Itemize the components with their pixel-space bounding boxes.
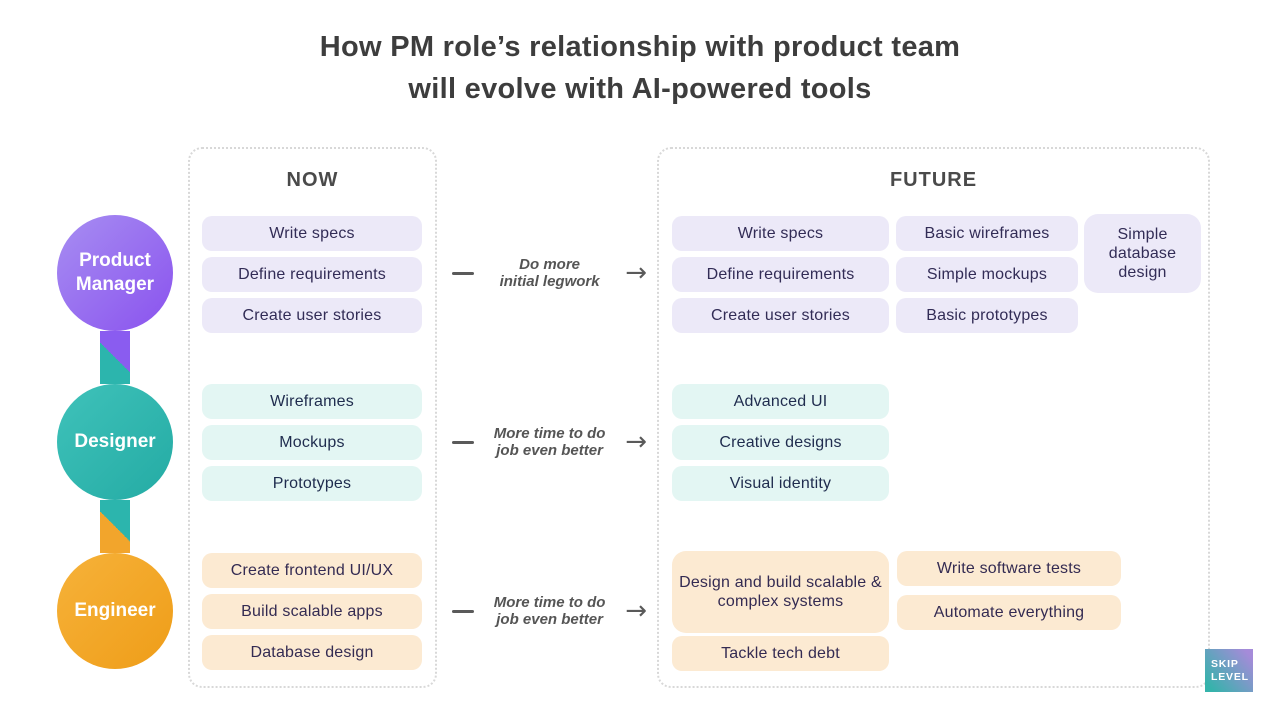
now-pill-pm-write-specs: Write specs xyxy=(202,216,422,251)
future-pill-pm-basic-prototypes: Basic prototypes xyxy=(896,298,1078,333)
role-circle-product-manager: Product Manager xyxy=(57,215,173,331)
dash-icon xyxy=(452,271,474,275)
logo-line2: LEVEL xyxy=(1211,670,1249,683)
now-pill-designer-mockups: Mockups xyxy=(202,425,422,460)
future-pill-pm-create-user-stories: Create user stories xyxy=(672,298,889,333)
now-pill-engineer-frontend: Create frontend UI/UX xyxy=(202,553,422,588)
transition-label: More time to do job even better xyxy=(474,425,625,459)
dash-icon xyxy=(452,440,474,444)
role-label-line: Manager xyxy=(75,274,155,295)
transition-label-line1: More time to do xyxy=(493,425,606,442)
transition-label-line2: job even better xyxy=(496,442,603,459)
future-pill-designer-creative-designs: Creative designs xyxy=(672,425,889,460)
transition-arrow-pm: Do more initial legwork → xyxy=(452,251,647,295)
page-title: How PM role’s relationship with product … xyxy=(0,26,1280,110)
future-pill-pm-define-requirements: Define requirements xyxy=(672,257,889,292)
now-pill-engineer-database-design: Database design xyxy=(202,635,422,670)
transition-arrow-designer: More time to do job even better → xyxy=(452,420,647,464)
transition-label: Do more initial legwork xyxy=(474,256,625,290)
transition-arrow-engineer: More time to do job even better → xyxy=(452,589,647,633)
dash-icon xyxy=(452,609,474,613)
future-pill-engineer-design-build-systems: Design and build scalable & complex syst… xyxy=(672,551,889,633)
now-pill-engineer-scalable-apps: Build scalable apps xyxy=(202,594,422,629)
connector-designer-engineer xyxy=(100,500,130,553)
role-circle-designer: Designer xyxy=(57,384,173,500)
future-pill-pm-simple-database-design: Simple database design xyxy=(1084,214,1201,293)
transition-label: More time to do job even better xyxy=(474,594,625,628)
connector-pm-designer xyxy=(100,331,130,384)
transition-label-line1: Do more xyxy=(519,256,581,273)
transition-label-line2: job even better xyxy=(496,611,603,628)
future-pill-designer-advanced-ui: Advanced UI xyxy=(672,384,889,419)
role-circle-engineer: Engineer xyxy=(57,553,173,669)
right-arrow-icon: → xyxy=(625,427,647,457)
now-pill-pm-create-user-stories: Create user stories xyxy=(202,298,422,333)
future-pill-engineer-software-tests: Write software tests xyxy=(897,551,1121,586)
future-header: FUTURE xyxy=(889,169,978,191)
future-pill-pm-simple-mockups: Simple mockups xyxy=(896,257,1078,292)
future-pill-engineer-tackle-tech-debt: Tackle tech debt xyxy=(672,636,889,671)
logo-line1: SKIP xyxy=(1211,657,1239,670)
now-pill-designer-wireframes: Wireframes xyxy=(202,384,422,419)
transition-label-line1: More time to do xyxy=(493,594,606,611)
page-title-line2: will evolve with AI-powered tools xyxy=(408,73,872,105)
now-pill-designer-prototypes: Prototypes xyxy=(202,466,422,501)
right-arrow-icon: → xyxy=(625,596,647,626)
role-label-line: Designer xyxy=(74,431,156,452)
future-pill-pm-basic-wireframes: Basic wireframes xyxy=(896,216,1078,251)
future-pill-designer-visual-identity: Visual identity xyxy=(672,466,889,501)
transition-label-line2: initial legwork xyxy=(499,273,600,290)
now-header: NOW xyxy=(286,169,339,191)
future-pill-pm-write-specs: Write specs xyxy=(672,216,889,251)
now-pill-pm-define-requirements: Define requirements xyxy=(202,257,422,292)
right-arrow-icon: → xyxy=(625,258,647,288)
future-pill-engineer-automate-everything: Automate everything xyxy=(897,595,1121,630)
role-label-line: Engineer xyxy=(74,600,156,621)
role-label-line: Product xyxy=(79,250,151,271)
page-title-line1: How PM role’s relationship with product … xyxy=(319,31,961,63)
skip-level-logo: SKIP LEVEL xyxy=(1205,649,1253,692)
